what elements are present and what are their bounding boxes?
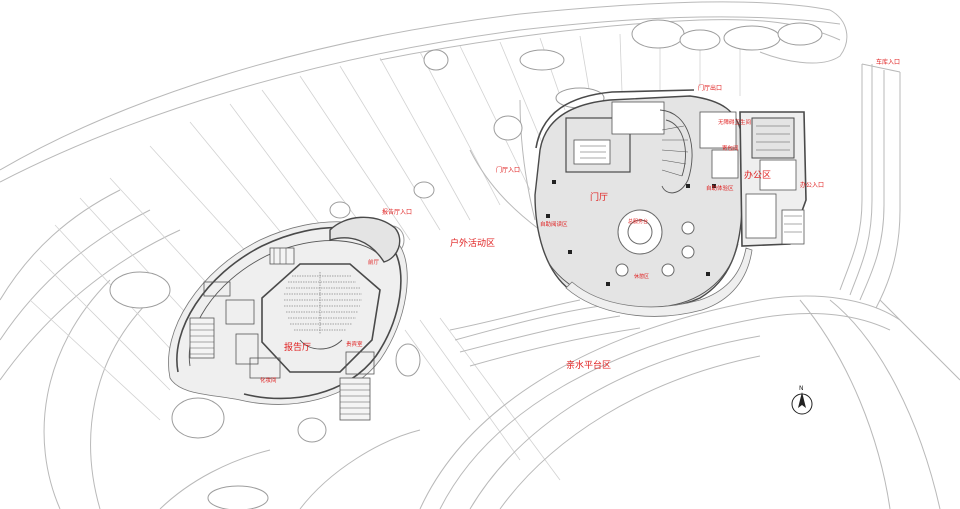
label-lounge: 贵宾室 bbox=[346, 340, 363, 348]
label-hall-exit: 门厅出口 bbox=[698, 84, 722, 92]
auditorium-seating bbox=[284, 272, 362, 334]
lecture-hall-stairs bbox=[189, 247, 371, 421]
label-dressing-room: 化妆间 bbox=[260, 376, 277, 384]
main-building bbox=[534, 89, 807, 317]
label-foyer: 前厅 bbox=[368, 258, 380, 266]
label-storage: 寄包间 bbox=[722, 144, 739, 152]
label-lobby: 门厅 bbox=[590, 191, 608, 203]
label-lecture-hall: 报告厅 bbox=[284, 341, 311, 353]
label-waterfront-terrace: 亲水平台区 bbox=[566, 359, 611, 371]
label-outdoor-activity-area: 户外活动区 bbox=[450, 237, 495, 249]
label-self-study-area: 自助阅读区 bbox=[540, 220, 568, 228]
label-self-service-area: 自助体验区 bbox=[706, 184, 734, 192]
label-hall-entrance: 门厅入口 bbox=[496, 166, 520, 174]
lobby-stairs bbox=[580, 125, 802, 233]
label-lecture-hall-entrance: 报告厅入口 bbox=[382, 208, 412, 216]
lecture-hall-building bbox=[168, 216, 408, 421]
label-office-entrance: 办公入口 bbox=[800, 181, 824, 189]
north-compass: N bbox=[791, 385, 813, 415]
label-parking-entrance: 车库入口 bbox=[876, 58, 900, 66]
label-rest-area: 休憩区 bbox=[634, 273, 649, 280]
label-office-area: 办公区 bbox=[744, 169, 771, 181]
plan-labels: 车库入口 门厅出口 无障碍卫生间 寄包间 门厅入口 办公区 自助体验区 办公入口… bbox=[260, 58, 900, 384]
compass-letter: N bbox=[799, 385, 804, 392]
label-accessible-wc: 无障碍卫生间 bbox=[718, 118, 751, 126]
landscape-trees bbox=[109, 19, 823, 509]
label-service-desk: 总服务台 bbox=[628, 218, 648, 225]
